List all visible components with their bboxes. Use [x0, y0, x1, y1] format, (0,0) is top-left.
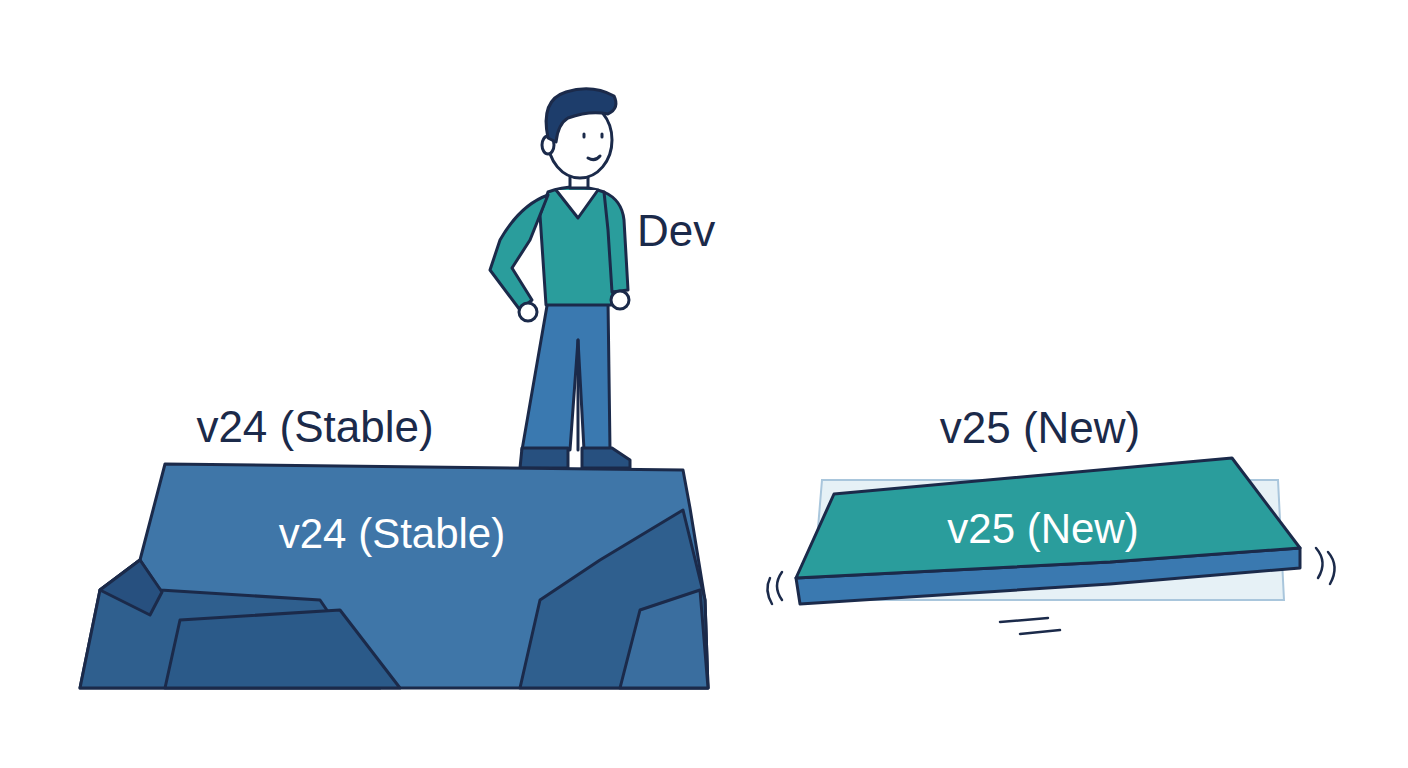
- version-label: v25 (New): [947, 506, 1138, 552]
- version-heading: v24 (Stable): [196, 403, 433, 451]
- new-plank: v25 (New) v25 (New): [760, 398, 1340, 630]
- person-label: Dev: [637, 207, 715, 255]
- stable-rock: v24 (Stable) v24 (Stable): [78, 395, 710, 691]
- version-heading: v25 (New): [940, 404, 1141, 452]
- version-label: v24 (Stable): [279, 511, 505, 557]
